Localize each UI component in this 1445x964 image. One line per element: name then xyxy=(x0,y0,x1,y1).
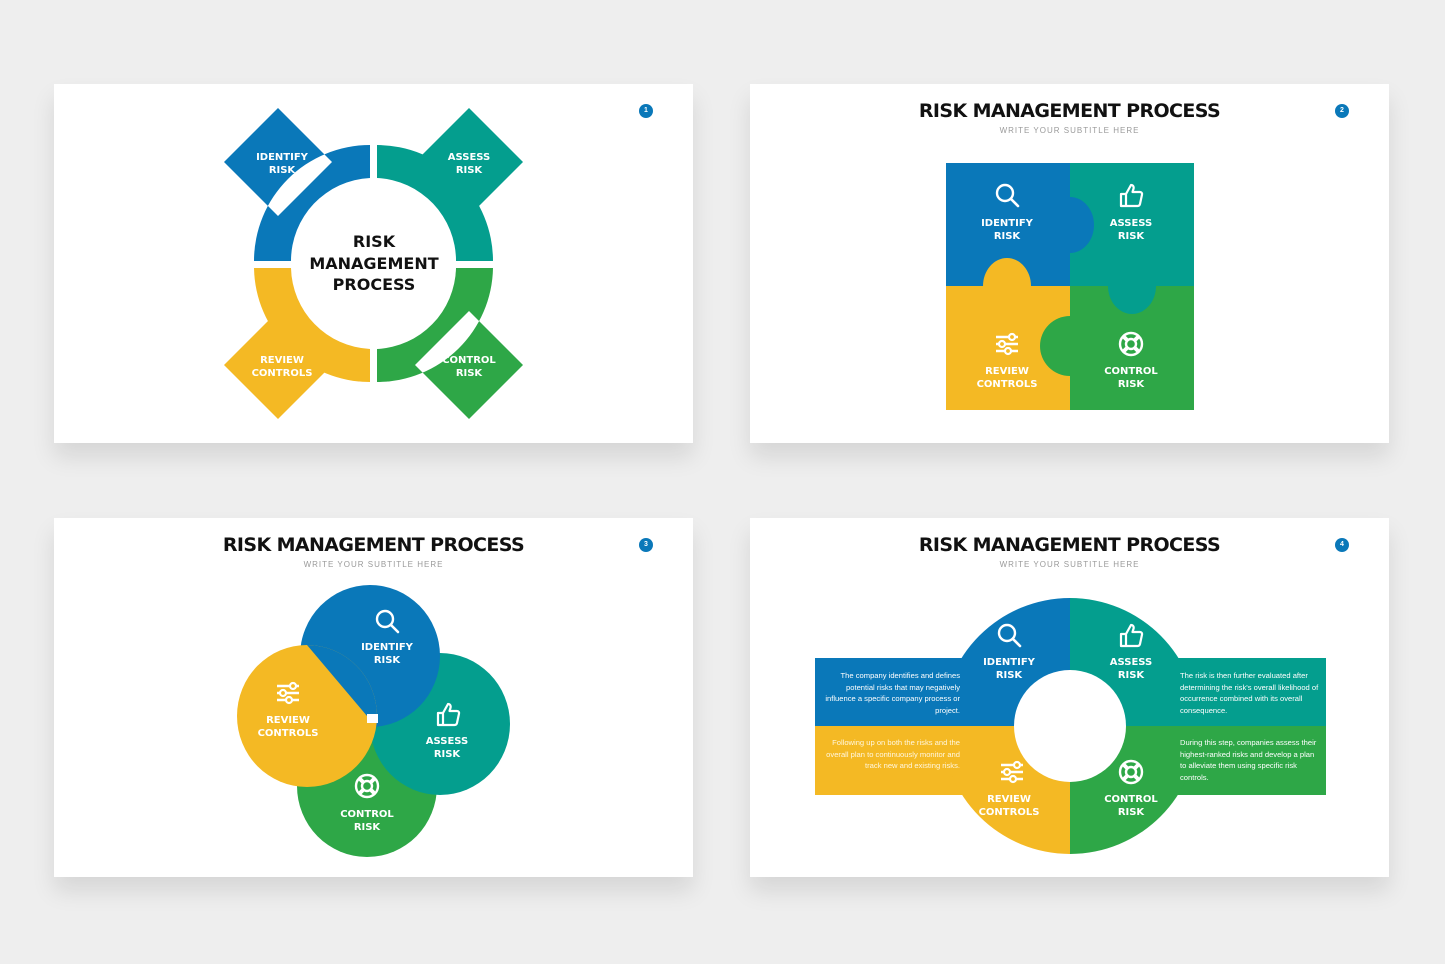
lifebuoy-icon xyxy=(1117,330,1145,358)
slide-subtitle: WRITE YOUR SUBTITLE HERE xyxy=(303,560,444,569)
slide-3: 3 RISK MANAGEMENT PROCESS WRITE YOUR SUB… xyxy=(54,518,693,877)
slide-number-badge: 3 xyxy=(639,538,653,552)
assess-segment xyxy=(377,108,523,261)
slide-number-badge: 1 xyxy=(639,104,653,118)
lifebuoy-icon xyxy=(353,772,381,800)
slide-2: 2 RISK MANAGEMENT PROCESS WRITE YOUR SUB… xyxy=(750,84,1389,443)
search-icon xyxy=(993,181,1021,209)
slide-title: RISK MANAGEMENT PROCESS xyxy=(918,534,1221,556)
sliders-icon xyxy=(993,330,1021,358)
sliders-icon xyxy=(274,679,302,707)
control-segment xyxy=(377,268,523,419)
identify-segment xyxy=(224,108,370,261)
description-review: Following up on both the risks and the o… xyxy=(826,738,960,771)
search-icon xyxy=(995,621,1023,649)
slide-title: RISK MANAGEMENT PROCESS xyxy=(918,100,1221,122)
arrow-ring-diagram xyxy=(224,108,523,419)
sliders-icon xyxy=(998,758,1026,786)
slide-title: RISK MANAGEMENT PROCESS xyxy=(222,534,525,556)
thumbs-up-icon xyxy=(434,700,462,728)
slide-number-badge: 2 xyxy=(1335,104,1349,118)
center-title: RISK MANAGEMENT PROCESS xyxy=(309,232,439,294)
ring-band-diagram xyxy=(815,598,1326,854)
slide-subtitle: WRITE YOUR SUBTITLE HERE xyxy=(999,126,1140,135)
description-assess: The risk is then further evaluated after… xyxy=(1180,671,1319,716)
puzzle-diagram xyxy=(946,163,1194,410)
search-icon xyxy=(373,607,401,635)
slide-subtitle: WRITE YOUR SUBTITLE HERE xyxy=(999,560,1140,569)
slide-number-badge: 4 xyxy=(1335,538,1349,552)
lifebuoy-icon xyxy=(1117,758,1145,786)
slide-4: 4 RISK MANAGEMENT PROCESS WRITE YOUR SUB… xyxy=(750,518,1389,877)
thumbs-up-icon xyxy=(1117,621,1145,649)
description-identify: The company identifies and defines poten… xyxy=(825,671,960,716)
review-segment xyxy=(224,268,370,419)
overlapping-circles-diagram xyxy=(237,585,510,857)
description-control: During this step, companies assess their… xyxy=(1180,738,1317,783)
thumbs-up-icon xyxy=(1117,181,1145,209)
